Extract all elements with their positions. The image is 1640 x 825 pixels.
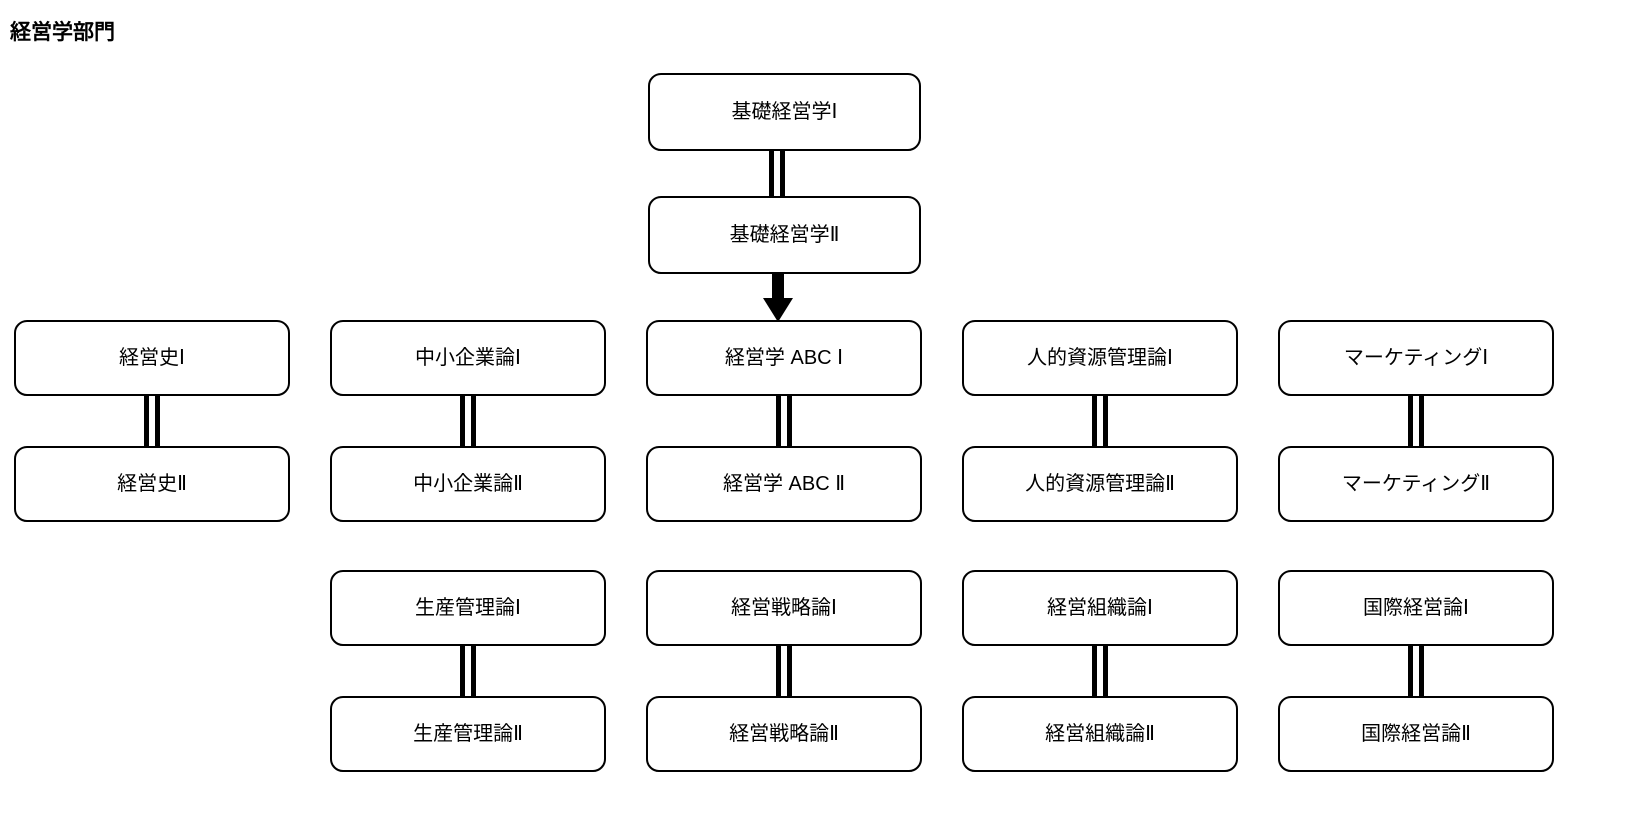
node-label: 経営組織論Ⅱ [1045, 723, 1155, 745]
connector-bar-right [1419, 645, 1424, 697]
node-label: 経営戦略論Ⅰ [731, 597, 837, 619]
node-label: 国際経営論Ⅱ [1361, 723, 1471, 745]
node-chusho-kigyoron-2[interactable]: 中小企業論Ⅱ [330, 446, 606, 522]
node-label: 基礎経営学Ⅱ [729, 224, 840, 246]
node-label: 人的資源管理論Ⅰ [1027, 347, 1173, 369]
connector-bar-right [1103, 645, 1108, 697]
connector-bar-left [776, 395, 781, 447]
node-label: マーケティングⅡ [1341, 473, 1491, 495]
connector-bar-right [471, 395, 476, 447]
connector-bar-left [144, 395, 149, 447]
connector-bar-left [1408, 395, 1413, 447]
connector-bar-left [776, 645, 781, 697]
connector-bar-right [155, 395, 160, 447]
connector-bar-left [1092, 395, 1097, 447]
connector-bar-left [1092, 645, 1097, 697]
node-marketing-2[interactable]: マーケティングⅡ [1278, 446, 1554, 522]
node-label: 中小企業論Ⅱ [413, 473, 523, 495]
connector-bar-right [787, 395, 792, 447]
node-label: 経営学 ABC Ⅱ [722, 473, 846, 495]
node-seisan-kanriron-2[interactable]: 生産管理論Ⅱ [330, 696, 606, 772]
page-title: 経営学部門 [10, 21, 115, 44]
double-line-connector-soshiki [1092, 645, 1108, 697]
node-keieigaku-abc-2[interactable]: 経営学 ABC Ⅱ [646, 446, 922, 522]
node-kokusai-keieiron-1[interactable]: 国際経営論Ⅰ [1278, 570, 1554, 646]
node-keiei-soshikiron-2[interactable]: 経営組織論Ⅱ [962, 696, 1238, 772]
node-jinteki-shigen-kanriron-2[interactable]: 人的資源管理論Ⅱ [962, 446, 1238, 522]
node-keiei-senryakuron-1[interactable]: 経営戦略論Ⅰ [646, 570, 922, 646]
node-kiso-keieigaku-1[interactable]: 基礎経営学Ⅰ [648, 73, 921, 151]
node-marketing-1[interactable]: マーケティングⅠ [1278, 320, 1554, 396]
node-chusho-kigyoron-1[interactable]: 中小企業論Ⅰ [330, 320, 606, 396]
connector-bar-right [471, 645, 476, 697]
connector-bar-right [787, 645, 792, 697]
double-line-connector-marke [1408, 395, 1424, 447]
connector-bar-right [1103, 395, 1108, 447]
node-label: 経営史Ⅱ [117, 473, 187, 495]
connector-bar-left [769, 150, 774, 197]
node-keieigaku-abc-1[interactable]: 経営学 ABC Ⅰ [646, 320, 922, 396]
node-label: 国際経営論Ⅰ [1363, 597, 1469, 619]
node-label: 経営組織論Ⅰ [1047, 597, 1153, 619]
node-seisan-kanriron-1[interactable]: 生産管理論Ⅰ [330, 570, 606, 646]
node-label: 経営学 ABC Ⅰ [724, 347, 844, 369]
node-label: 中小企業論Ⅰ [415, 347, 521, 369]
node-label: 生産管理論Ⅱ [413, 723, 523, 745]
connector-bar-left [460, 645, 465, 697]
node-label: 基礎経営学Ⅰ [731, 101, 838, 123]
node-kiso-keieigaku-2[interactable]: 基礎経営学Ⅱ [648, 196, 921, 274]
connector-bar-right [1419, 395, 1424, 447]
node-label: 生産管理論Ⅰ [415, 597, 521, 619]
node-label: 経営史Ⅰ [119, 347, 185, 369]
double-line-connector-keieishi [144, 395, 160, 447]
node-keiei-soshikiron-1[interactable]: 経営組織論Ⅰ [962, 570, 1238, 646]
node-label: 経営戦略論Ⅱ [729, 723, 839, 745]
node-label: 人的資源管理論Ⅱ [1025, 473, 1175, 495]
node-kokusai-keieiron-2[interactable]: 国際経営論Ⅱ [1278, 696, 1554, 772]
node-jinteki-shigen-kanriron-1[interactable]: 人的資源管理論Ⅰ [962, 320, 1238, 396]
double-line-connector-seisan [460, 645, 476, 697]
connector-bar-left [1408, 645, 1413, 697]
connector-bar-left [460, 395, 465, 447]
block-arrow-down-icon [763, 272, 793, 322]
double-line-connector-senryaku [776, 645, 792, 697]
node-keieishi-1[interactable]: 経営史Ⅰ [14, 320, 290, 396]
node-keiei-senryakuron-2[interactable]: 経営戦略論Ⅱ [646, 696, 922, 772]
double-line-connector-abc [776, 395, 792, 447]
double-line-connector-chusho [460, 395, 476, 447]
node-keieishi-2[interactable]: 経営史Ⅱ [14, 446, 290, 522]
double-line-connector-jinteki [1092, 395, 1108, 447]
double-line-connector-kokusai [1408, 645, 1424, 697]
node-label: マーケティングⅠ [1343, 347, 1489, 369]
connector-bar-right [780, 150, 785, 197]
double-line-connector-kiso [769, 150, 785, 197]
